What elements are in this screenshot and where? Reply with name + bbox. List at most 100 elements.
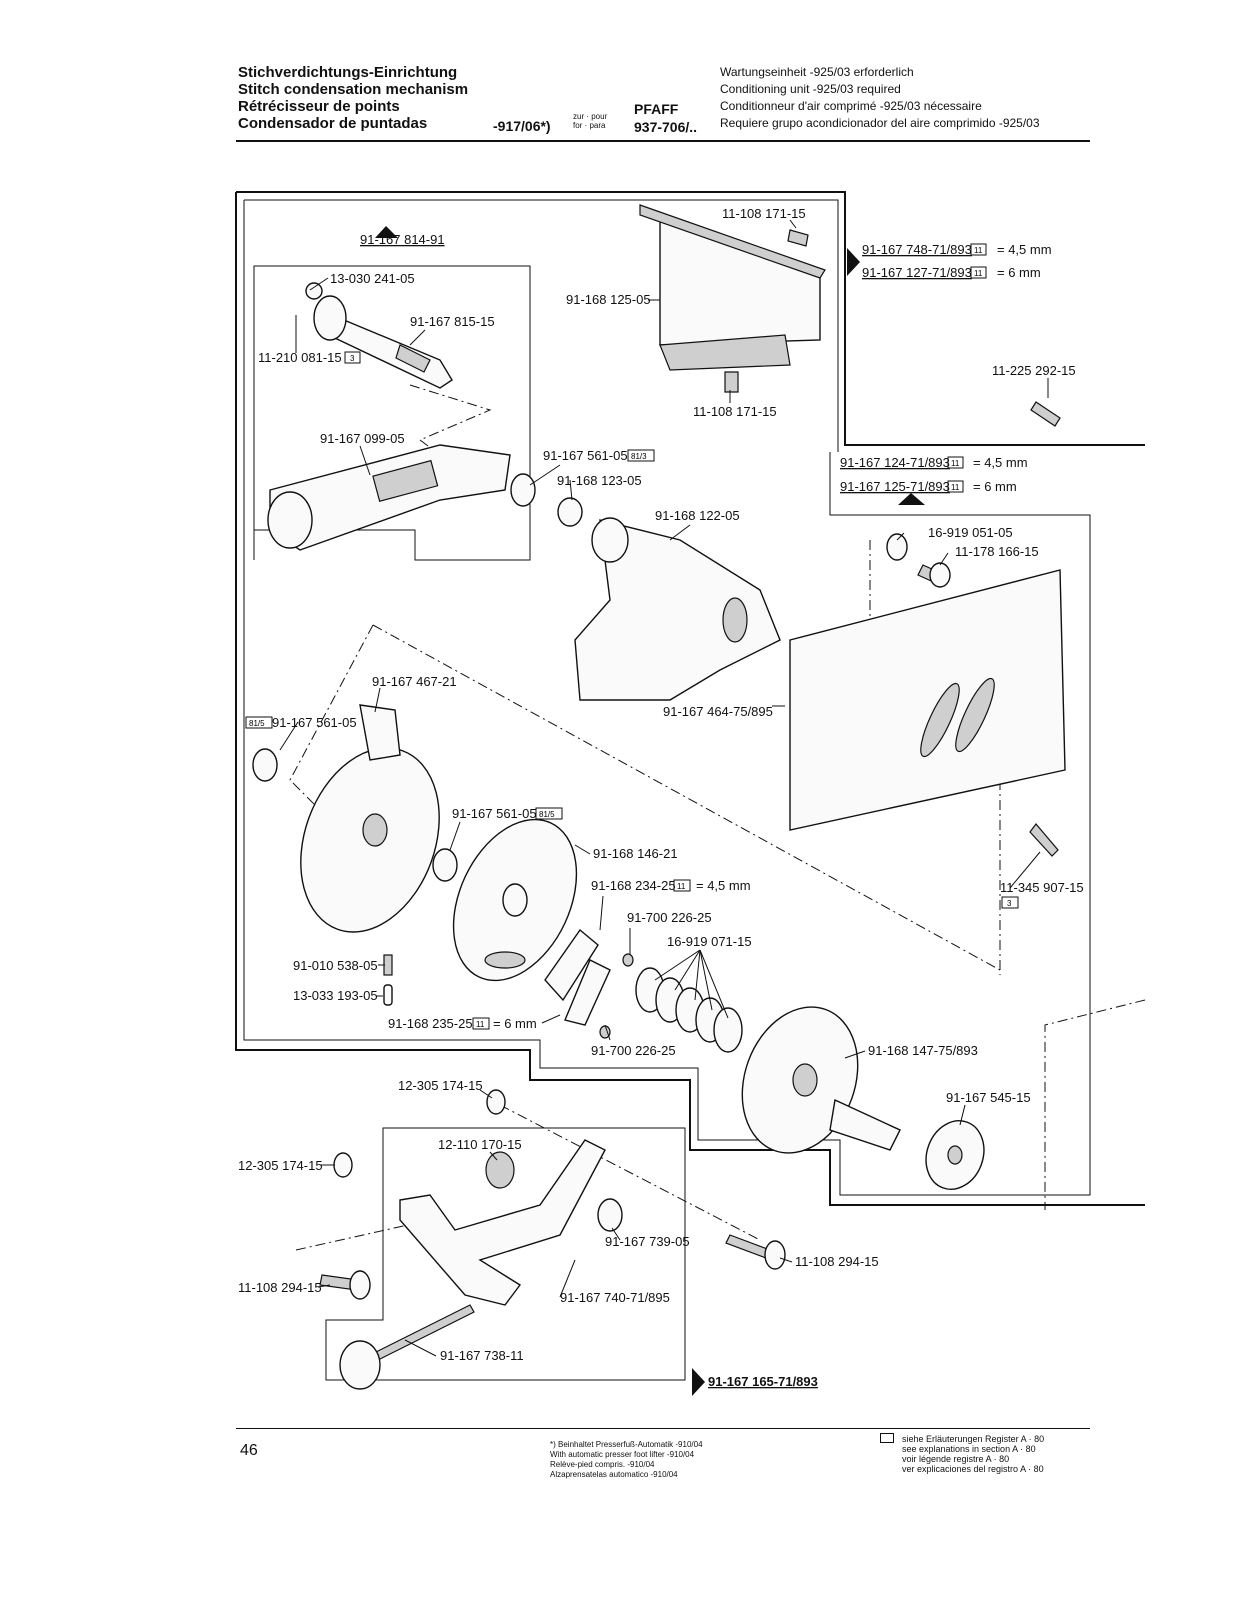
axis-line-7 [499, 1104, 761, 1241]
label-16-919-071-15: 16-919 071-15 [667, 934, 752, 949]
badge-p20: 81/5 [249, 719, 265, 728]
label-12-305-174-15-b: 12-305 174-15 [238, 1158, 323, 1173]
page-number: 46 [240, 1442, 258, 1459]
footnote-es: Alzaprensatelas automatico -910/04 [550, 1470, 678, 1479]
legend-fr: voir légende registre A · 80 [902, 1454, 1010, 1464]
disc-part-2 [452, 818, 578, 982]
knob-cam-part [741, 1006, 901, 1154]
value-6mm-b: = 6 mm [973, 479, 1017, 494]
badge-p4: 3 [350, 354, 355, 363]
label-11-225-292-15: 11-225 292-15 [992, 363, 1076, 378]
label-12-305-174-15-a: 12-305 174-15 [398, 1078, 483, 1093]
shaft-part [313, 295, 453, 389]
badge-p14: 81/3 [631, 452, 647, 461]
label-16-919-051-05: 16-919 051-05 [928, 525, 1013, 540]
legend-box-icon [880, 1433, 894, 1443]
label-91-167-561-05-b: 91-167 561-05 [272, 715, 357, 730]
label-11-345-907-15: 11-345 907-15 [1000, 880, 1084, 895]
label-11-108-171-15-bottom: 11-108 171-15 [693, 404, 777, 419]
outer-frame [235, 191, 1145, 1206]
model-block: PFAFF 937-706/.. [634, 100, 697, 136]
label-91-168-234-25: 91-168 234-25 [591, 878, 676, 893]
label-91-167-127-71-893: 91-167 127-71/893 [862, 265, 972, 280]
header-rule [236, 140, 1090, 142]
conditioning-notes: Wartungseinheit -925/03 erforderlich Con… [720, 64, 1040, 132]
title-en: Stitch condensation mechanism [238, 81, 469, 98]
label-91-167-815-15: 91-167 815-15 [410, 314, 495, 329]
lever-plate-part [267, 444, 511, 551]
title-es: Condensador de puntadas [238, 115, 428, 132]
label-91-167-738-11: 91-167 738-11 [440, 1348, 524, 1363]
title-fr: Rétrécisseur de points [238, 98, 400, 115]
cam-arm-part [574, 517, 781, 701]
title-block: Stichverdichtungs-Einrichtung Stitch con… [238, 64, 468, 132]
label-91-167-561-05-c: 91-167 561-05 [452, 806, 537, 821]
badge-p27: 3 [1007, 899, 1012, 908]
for-para-text: for · para [573, 121, 606, 130]
axis-line-3 [289, 624, 374, 821]
subassembly-box-bottom [325, 1127, 686, 1381]
footer-rule [236, 1428, 1090, 1429]
badge-p30: 11 [476, 1020, 485, 1029]
badge-p24: 11 [677, 882, 686, 891]
brand-name: PFAFF [634, 101, 679, 117]
bracket-part [639, 204, 826, 371]
label-11-108-294-15-a: 11-108 294-15 [795, 1254, 879, 1269]
label-91-700-226-25-b: 91-700 226-25 [591, 1043, 676, 1058]
label-13-030-241-05: 13-030 241-05 [330, 271, 415, 286]
label-91-167-165-71-893: 91-167 165-71/893 [708, 1374, 818, 1389]
register-badges: 3 11 11 11 11 81/3 81/5 81/5 11 3 11 [245, 243, 1019, 1030]
model-number: 937-706/.. [634, 119, 698, 135]
label-91-167-545-15: 91-167 545-15 [946, 1090, 1031, 1105]
spring-washers-part [635, 967, 743, 1053]
value-4-5mm-a: = 4,5 mm [997, 242, 1052, 257]
screws-part [319, 229, 1061, 1300]
label-91-168-147-75-893: 91-168 147-75/893 [868, 1043, 978, 1058]
label-91-167-739-05: 91-167 739-05 [605, 1234, 690, 1249]
value-6mm-a: = 6 mm [997, 265, 1041, 280]
note-de: Wartungseinheit -925/03 erforderlich [720, 65, 914, 79]
label-11-210-081-15: 11-210 081-15 [258, 350, 342, 365]
label-91-168-123-05: 91-168 123-05 [557, 473, 642, 488]
note-fr: Conditionneur d'air comprimé -925/03 néc… [720, 99, 982, 113]
label-91-167-748-71-893: 91-167 748-71/893 [862, 242, 972, 257]
round-nut-part [925, 1120, 985, 1190]
value-6mm-c: = 6 mm [493, 1016, 537, 1031]
mounting-plate-part [789, 569, 1066, 831]
label-11-108-294-15-b: 11-108 294-15 [238, 1280, 322, 1295]
for-label: zur · pour for · para [573, 112, 607, 130]
label-91-167-099-05: 91-167 099-05 [320, 431, 405, 446]
ref-arrow-right-1 [847, 248, 860, 276]
footnote-en: With automatic presser foot lifter -910/… [550, 1450, 695, 1459]
label-91-167-814-91: 91-167 814-91 [360, 232, 445, 247]
label-91-167-561-05-a: 91-167 561-05 [543, 448, 628, 463]
scale-segments-part [544, 928, 611, 1026]
label-91-167-124-71-893: 91-167 124-71/893 [840, 455, 950, 470]
lever-bracket-part [399, 1139, 623, 1306]
zur-pour-text: zur · pour [573, 112, 608, 121]
pin-parts [305, 282, 634, 1039]
label-91-167-467-21: 91-167 467-21 [372, 674, 457, 689]
label-11-108-171-15-top: 11-108 171-15 [722, 206, 806, 221]
label-12-110-170-15: 12-110 170-15 [438, 1137, 522, 1152]
badge-p12: 11 [951, 459, 960, 468]
note-en: Conditioning unit -925/03 required [720, 82, 901, 96]
legend-de: siehe Erläuterungen Register A · 80 [880, 1433, 1044, 1444]
footnote: *) Beinhaltet Presserfuß-Automatik -910/… [550, 1440, 703, 1480]
adjusting-screw-part [339, 1304, 475, 1390]
legend-en: see explanations in section A · 80 [902, 1444, 1036, 1454]
ref-arrow-right-2 [692, 1368, 705, 1396]
ref-arrow-up-1 [375, 226, 398, 238]
label-91-167-464-75-895: 91-167 464-75/895 [663, 704, 773, 719]
register-legend: siehe Erläuterungen Register A · 80 see … [880, 1433, 1044, 1474]
label-91-167-740-71-895: 91-167 740-71/895 [560, 1290, 670, 1305]
footnote-fr: Relève-pied compris. -910/04 [550, 1460, 655, 1469]
axis-line-6 [1044, 999, 1146, 1210]
value-4-5mm-b: = 4,5 mm [973, 455, 1028, 470]
label-91-168-146-21: 91-168 146-21 [593, 846, 678, 861]
leader-lines [279, 219, 1049, 1357]
note-es: Requiere grupo acondicionador del aire c… [720, 116, 1040, 130]
legend-es: ver explicaciones del registro A · 80 [902, 1464, 1044, 1474]
label-91-168-122-05: 91-168 122-05 [655, 508, 740, 523]
